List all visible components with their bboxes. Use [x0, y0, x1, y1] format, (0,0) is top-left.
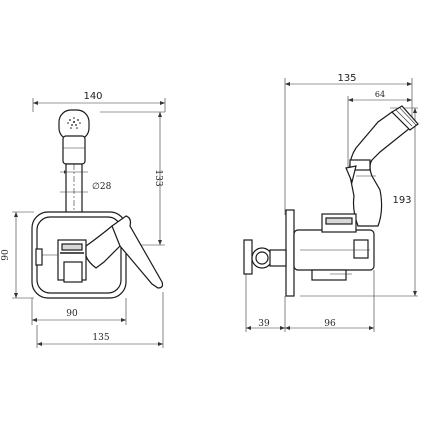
spray-nozzle-icon [67, 117, 81, 129]
dim-label-96: 96 [324, 319, 336, 329]
front-view: 140 133 [1, 91, 166, 348]
dim-label-135-side: 135 [337, 73, 356, 84]
dim-height-right-side: 193 [300, 107, 418, 297]
dim-width-top-side: 135 [284, 73, 413, 215]
wall-holder-side [243, 239, 287, 275]
dim-label-133: 133 [153, 169, 163, 186]
dim-label-90-width: 90 [66, 309, 78, 319]
dim-height-left-front: 90 [1, 211, 34, 299]
mixer-body-front [35, 215, 164, 289]
side-view: 135 64 193 [243, 73, 419, 332]
dim-label-90-height: 90 [1, 249, 11, 261]
dim-label-193: 193 [392, 195, 411, 206]
dim-width-bottom-side: 96 [284, 270, 375, 332]
dim-label-135-front: 135 [92, 333, 109, 343]
hand-shower-side [345, 105, 419, 227]
dim-width-plate-front: 90 [31, 298, 127, 325]
dim-label-diameter: ∅28 [92, 182, 112, 192]
dim-width-spout-side: 64 [347, 90, 412, 170]
dim-width-left-side: 39 [245, 274, 285, 332]
dim-width-top-front: 140 [32, 91, 166, 112]
dim-label-64: 64 [375, 90, 385, 99]
dim-label-140: 140 [83, 91, 102, 102]
dim-width-bottom-front: 135 [36, 292, 164, 348]
mixer-body-side [285, 209, 375, 297]
dim-label-39: 39 [258, 319, 270, 329]
